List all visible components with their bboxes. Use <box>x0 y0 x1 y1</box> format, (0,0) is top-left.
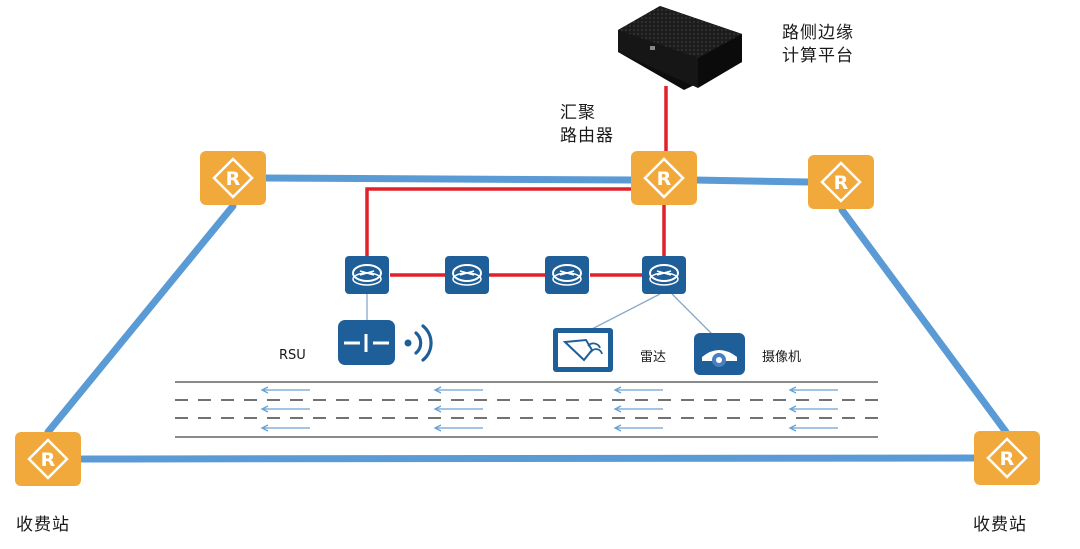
traffic-arrow <box>433 386 483 394</box>
switches <box>345 256 686 294</box>
router-aggregation-icon: R <box>631 151 697 205</box>
highway-road <box>175 381 878 438</box>
access-ring <box>365 86 668 277</box>
radar-icon <box>553 328 613 372</box>
router-letter: R <box>226 168 241 190</box>
link-switch4-radar <box>589 293 661 331</box>
router-letter: R <box>1000 448 1015 470</box>
router-letter: R <box>41 449 56 471</box>
traffic-arrows <box>260 386 838 432</box>
camera-icon <box>694 333 745 375</box>
router-bottom-right-icon: R <box>974 431 1040 485</box>
aggregation-router-label: 汇聚 路由器 <box>560 103 614 146</box>
camera-label: 摄像机 <box>762 350 802 365</box>
link-top-tr <box>689 176 812 186</box>
router-bottom-left-icon: R <box>15 432 81 486</box>
link-tr-br <box>838 206 1010 436</box>
traffic-arrow <box>788 424 838 432</box>
link-tl-top <box>261 174 637 184</box>
traffic-arrow <box>788 405 838 413</box>
switch-1-icon <box>345 256 389 294</box>
radar-label: 雷达 <box>640 350 667 365</box>
switch-3-icon <box>545 256 589 294</box>
edge-server-icon <box>618 6 742 90</box>
traffic-arrow <box>788 386 838 394</box>
router-letter: R <box>834 172 849 194</box>
backbone-ring <box>44 174 1010 463</box>
router-top-left-icon: R <box>200 151 266 205</box>
link-tl-bl <box>44 202 237 436</box>
link-router-switch1 <box>365 187 633 260</box>
traffic-arrow <box>433 424 483 432</box>
traffic-arrow <box>260 386 310 394</box>
router-letter: R <box>657 168 672 190</box>
traffic-arrow <box>433 405 483 413</box>
traffic-arrow <box>613 405 663 413</box>
rsu-icon <box>338 320 395 365</box>
routers: R R R R R <box>15 151 1040 486</box>
toll-station-left-label: 收费站 <box>16 515 70 535</box>
switch-2-icon <box>445 256 489 294</box>
edge-platform-label: 路侧边缘 计算平台 <box>782 23 854 66</box>
traffic-arrow <box>260 424 310 432</box>
traffic-arrow <box>613 424 663 432</box>
toll-station-right-label: 收费站 <box>973 515 1027 535</box>
router-top-right-icon: R <box>808 155 874 209</box>
traffic-arrow <box>260 405 310 413</box>
link-switch4-camera <box>671 293 717 339</box>
device-links <box>366 293 717 339</box>
link-bl-br <box>78 454 978 463</box>
rsu-label: RSU <box>279 348 306 363</box>
traffic-arrow <box>613 386 663 394</box>
wireless-signal-icon <box>404 324 433 362</box>
switch-4-icon <box>642 256 686 294</box>
